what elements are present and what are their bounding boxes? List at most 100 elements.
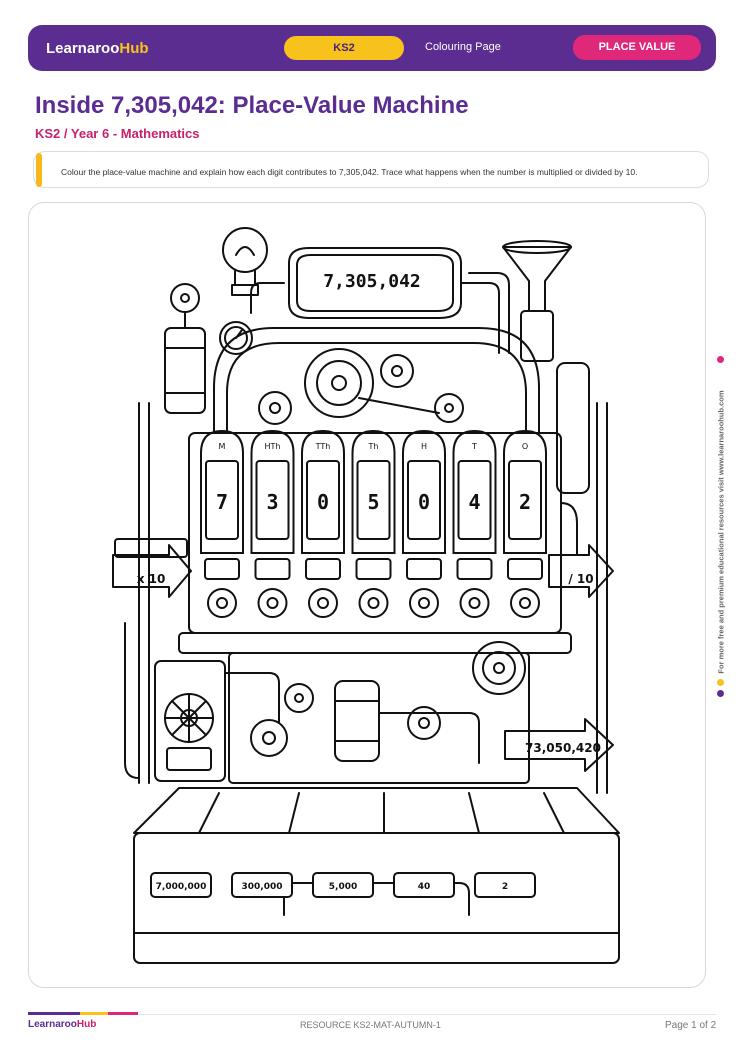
multiply-arrow-sign [112,544,192,598]
brand-main: Learnaroo [46,40,120,57]
purple-dot [717,690,724,697]
divide-arrow-sign [548,544,614,598]
column-digit: 0 [418,490,430,514]
result-label: 73,050,420 [525,741,601,755]
column-gear-icon [257,588,288,618]
column-gear-icon [308,588,338,618]
column-housing [402,429,446,554]
column-gear-icon [409,588,439,618]
brand-accent: Hub [119,40,149,57]
drawer-plaque [150,872,212,898]
gear-hub [266,597,279,609]
footer-brand[interactable]: LearnarooHub [28,1019,96,1030]
resource-code: RESOURCE KS2-MAT-AUTUMN-1 [300,1020,441,1030]
place-value-column: O2 [503,429,547,618]
digit-window [205,460,239,540]
cylinder-tank [334,680,380,762]
column-slot [204,558,240,580]
drawer-plaque [312,872,374,898]
machine-number-display: 7,305,042 [323,271,421,292]
gear-hub [519,597,531,609]
pink-dot [717,356,724,363]
column-digit: 7 [216,490,228,514]
gear-hub [367,597,380,609]
page-number: Page 1 of 2 [665,1020,717,1031]
digit-window [255,460,290,540]
column-gear-icon [459,588,490,618]
page-title: Inside 7,305,042: Place-Value Machine [35,92,469,119]
place-value-column: TTh 0 [301,429,345,618]
column-label: TTh [315,442,331,451]
drawer-body [133,832,620,964]
drawer-value: 5,000 [329,882,357,892]
drawer-value: 300,000 [242,882,283,892]
pressure-gauge-icon [219,321,253,355]
footer-rule [28,1014,716,1015]
page-type-label: Colouring Page [425,41,501,53]
drawer-plaque [393,872,455,898]
column-housing [301,429,345,554]
column-label: H [421,442,427,451]
column-label: M [219,442,226,451]
column-slot [305,558,341,580]
column-gear-icon [510,588,540,618]
drawer-plaque [231,872,293,898]
footer-brand-main: Learnaroo [28,1019,77,1030]
drawer-plaque [474,872,536,898]
column-slot [406,558,442,580]
footer-color-lines [28,1012,138,1015]
column-housing [200,429,244,554]
place-value-column: H0 [402,429,446,618]
light-bulb-icon [222,227,268,273]
divide-label: / 10 [568,572,593,586]
header-bar: LearnarooHub KS2 Colouring Page PLACE VA… [28,25,716,71]
flywheel-icon [472,641,526,695]
digit-window [407,460,441,540]
number-display-plaque [288,247,462,319]
place-value-column: T4 [452,429,497,618]
digit-window [457,460,492,540]
instruction-accent-bar [36,153,42,187]
drawer-value: 2 [502,882,508,892]
large-gear-icon [304,348,374,418]
digit-window [508,460,542,540]
valve-wheel-icon [170,283,200,313]
page-subtitle: KS2 / Year 6 - Mathematics [35,126,200,141]
gear-hub [418,597,430,609]
side-promo: For more free and premium educational re… [711,352,731,702]
column-digit: 5 [367,490,379,514]
drawer-top [133,787,620,834]
gear-hub [317,597,329,609]
machine-arch [213,327,540,434]
result-arrow-sign [504,718,614,772]
column-digit: 2 [519,490,531,514]
column-slot [456,558,493,580]
column-housing [503,429,547,554]
column-slot [355,558,392,580]
footer-brand-accent: Hub [76,1019,97,1030]
column-digit: 3 [266,490,278,514]
digit-window [306,460,340,540]
yellow-dot [717,679,724,686]
drawer-plaques: 7,000,000 300,000 5,000 40 2 [150,872,536,898]
instruction-box: Colour the place-value machine and expla… [33,151,709,188]
drawer-value: 40 [418,882,431,892]
drawer-value: 7,000,000 [156,882,207,892]
level-pill: KS2 [284,36,404,60]
column-housing [351,429,396,554]
column-housing [250,429,295,554]
column-label: Th [368,442,379,451]
place-value-column: M7 [200,429,244,618]
brand-logo[interactable]: LearnarooHub [46,40,149,57]
column-digit: 4 [468,490,480,514]
gear-hub [468,597,481,609]
column-gear-icon [358,588,389,618]
instruction-text: Colour the place-value machine and expla… [61,167,638,177]
column-label: T [471,442,477,451]
multiply-label: x 10 [137,572,166,586]
column-digit: 0 [317,490,329,514]
side-promo-text: For more free and premium educational re… [716,390,726,674]
